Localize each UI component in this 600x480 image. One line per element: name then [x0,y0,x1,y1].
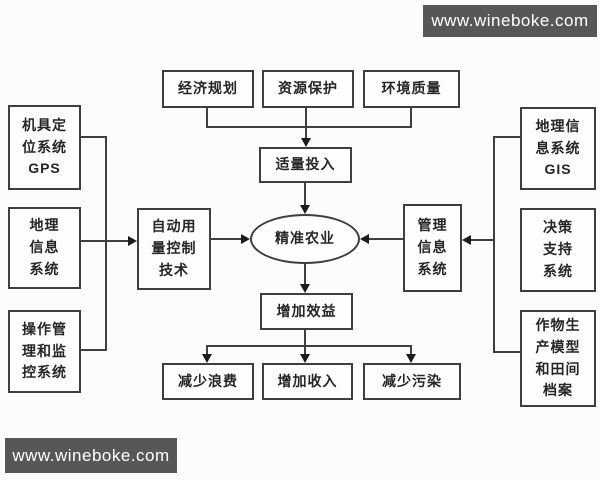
node-resource-protection: 资源保护 [262,70,354,108]
connector-goal2-down [305,108,307,141]
connector-goal3-down [410,108,412,128]
connector-right-bus [493,136,495,353]
watermark-top-right: www.wineboke.com [423,5,597,37]
connector-right-mid [471,239,495,241]
arrowhead-into-core-left [241,234,250,244]
node-increase-income: 增加收入 [262,363,353,400]
node-appropriate-input: 适量投入 [259,147,352,183]
connector-leftctrl-core [211,238,242,240]
node-reduce-waste: 减少浪费 [162,363,254,400]
connector-top-bus [206,126,412,128]
node-crop-production-model-field-archive: 作物生 产模型 和田间 档案 [520,310,596,407]
connector-goal1-down [206,108,208,128]
connector-outcome1-down [206,345,208,355]
arrowhead-into-outcome1 [202,354,212,363]
node-geographic-information-system-left: 地理 信息 系统 [8,207,81,289]
arrowhead-into-benefit [300,284,310,293]
connector-core-benefit [304,264,306,285]
watermark-bottom-left: www.wineboke.com [5,438,177,473]
arrowhead-into-left-controller [128,236,137,246]
arrowhead-into-right-controller [462,235,471,245]
arrowhead-into-core [300,205,310,214]
arrowhead-into-outcome2 [300,354,310,363]
connector-right-stub1 [494,136,520,138]
connector-outcome3-down [410,345,412,355]
node-reduce-pollution: 减少污染 [363,363,461,400]
connector-left-stub3 [81,349,107,351]
connector-rightctrl-core [369,238,403,240]
connector-left-mid [81,240,129,242]
connector-left-stub1 [81,136,107,138]
node-precision-agriculture: 精准农业 [250,214,360,264]
node-management-information-system: 管理 信息 系统 [403,204,462,292]
node-gps-positioning-system: 机具定 位系统 GPS [8,105,81,190]
arrowhead-into-input [301,138,311,147]
connector-bottom-bus [206,345,412,347]
node-gis-geographic-information-system: 地理信 息系统 GIS [520,107,596,190]
connector-right-stub3 [494,351,520,353]
arrowhead-into-core-right [360,234,369,244]
arrowhead-into-outcome3 [406,354,416,363]
node-increase-benefit: 增加效益 [260,293,353,330]
connector-benefit-down [304,330,306,347]
connector-left-bus [105,136,107,351]
node-decision-support-system: 决策 支持 系统 [520,208,596,292]
node-automatic-dosage-control: 自动用 量控制 技术 [137,208,211,290]
node-economic-planning: 经济规划 [162,70,254,108]
node-operation-management-monitoring-system: 操作管 理和监 控系统 [8,310,81,393]
connector-outcome2-down [304,345,306,355]
connector-input-core [304,183,306,206]
node-environment-quality: 环境质量 [363,70,460,108]
